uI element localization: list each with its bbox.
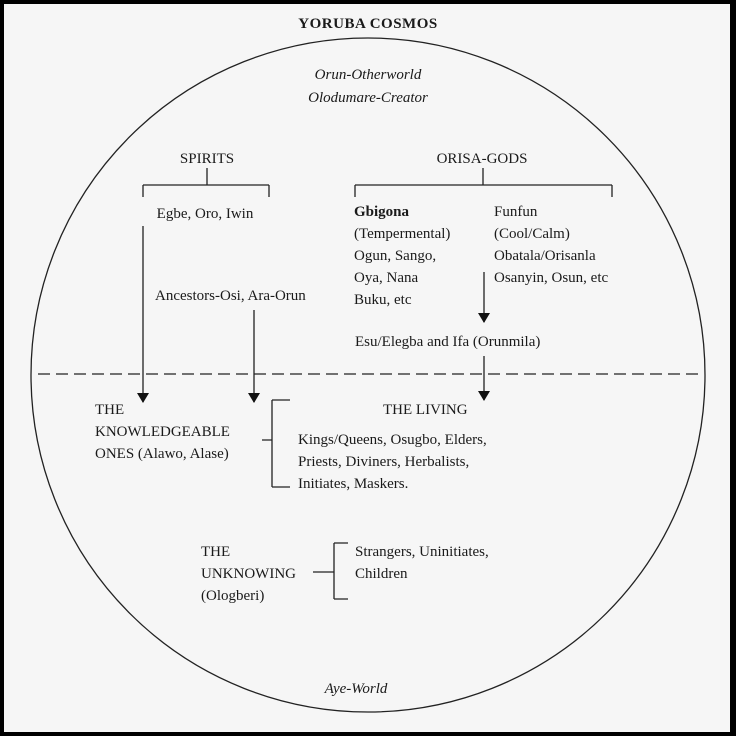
orisa-gods-bracket (354, 168, 613, 197)
cool-calm-label: (Cool/Calm) (494, 226, 570, 242)
funfun-deities-2: Osanyin, Osun, etc (494, 270, 608, 286)
knowledgeable-line-2: KNOWLEDGEABLE (95, 424, 230, 440)
diagram-title: YORUBA COSMOS (298, 16, 437, 32)
gbigona-deities-1: Ogun, Sango, (354, 248, 436, 264)
unknowing-bracket (313, 542, 348, 600)
ancestors-label: Ancestors-Osi, Ara-Orun (155, 288, 306, 304)
funfun-label: Funfun (494, 204, 538, 220)
the-living-heading: THE LIVING (383, 402, 468, 418)
orun-otherworld-label: Orun-Otherworld (315, 67, 422, 83)
aye-world-label: Aye-World (324, 681, 388, 697)
the-living-line-2: Priests, Diviners, Herbalists, (298, 454, 469, 470)
tempermental-label: (Tempermental) (354, 226, 450, 242)
spirits-heading: SPIRITS (180, 151, 234, 167)
unknowing-members-1: Strangers, Uninitiates, (355, 544, 489, 560)
orisa-gods-heading: ORISA-GODS (437, 151, 528, 167)
unknowing-line-2: UNKNOWING (201, 566, 296, 582)
esu-ifa-label: Esu/Elegba and Ifa (Orunmila) (355, 334, 540, 350)
spirits-members: Egbe, Oro, Iwin (157, 206, 254, 222)
the-living-line-1: Kings/Queens, Osugbo, Elders, (298, 432, 487, 448)
unknowing-members-2: Children (355, 566, 408, 582)
olodumare-creator-label: Olodumare-Creator (308, 90, 428, 106)
gbigona-deities-3: Buku, etc (354, 292, 412, 308)
knowledgeable-line-3: ONES (Alawo, Alase) (95, 446, 229, 462)
gbigona-deities-2: Oya, Nana (354, 270, 418, 286)
the-living-line-3: Initiates, Maskers. (298, 476, 408, 492)
unknowing-line-1: THE (201, 544, 230, 560)
knowledgeable-line-1: THE (95, 402, 124, 418)
knowledgeable-bracket (262, 399, 290, 488)
gbigona-label: Gbigona (354, 204, 410, 220)
cosmos-circle (30, 37, 706, 713)
unknowing-line-3: (Ologberi) (201, 588, 264, 604)
funfun-deities-1: Obatala/Orisanla (494, 248, 596, 264)
spirits-bracket (142, 168, 270, 197)
